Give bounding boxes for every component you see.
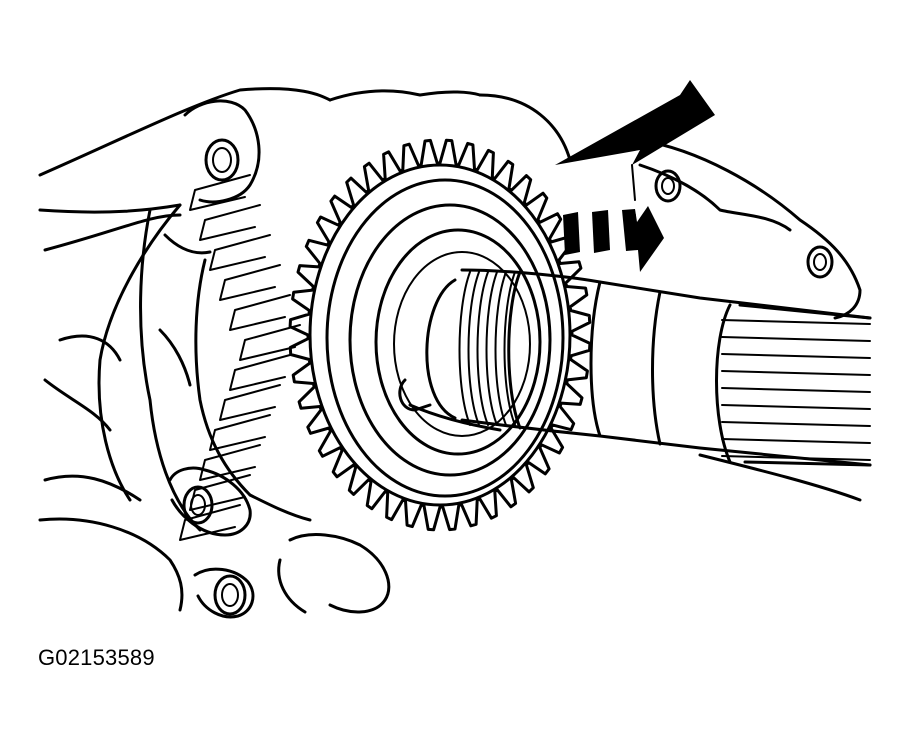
helical-teeth-rows [179,174,301,541]
spline-line [721,438,871,444]
helical-tooth [219,384,281,421]
thread-ring [476,271,489,426]
spline-line [721,353,871,359]
figure-code-label: G02153589 [38,645,155,670]
helical-tooth [209,414,271,451]
dashed-arrow-icon [563,206,664,272]
helical-tooth [189,174,251,211]
gear-teeth [288,138,592,532]
helical-tooth [229,294,291,331]
thread-ring [503,271,516,426]
thread-ring [467,271,480,426]
thread-ring [485,271,498,426]
gear-tooth-profile [288,138,592,532]
shaft-splines [721,319,871,461]
gear-face [308,163,572,507]
output-shaft [398,268,872,467]
spline-line [721,421,871,427]
spline-line [721,370,871,376]
helical-tooth [179,504,241,541]
spline-line [721,455,871,461]
helical-tooth [239,324,301,361]
spline-line [721,404,871,410]
helical-tooth [199,204,261,241]
shaft-thread-rings [458,271,516,426]
thread-ring [458,271,471,426]
thread-ring [494,271,507,426]
transmission-housing [38,87,862,619]
spline-line [721,387,871,393]
helical-tooth [229,354,291,391]
helical-tooth [219,264,281,301]
spline-line [721,336,871,342]
helical-tooth [189,474,251,511]
spline-line [721,319,871,325]
helical-tooth [209,234,271,271]
helical-tooth [199,444,261,481]
